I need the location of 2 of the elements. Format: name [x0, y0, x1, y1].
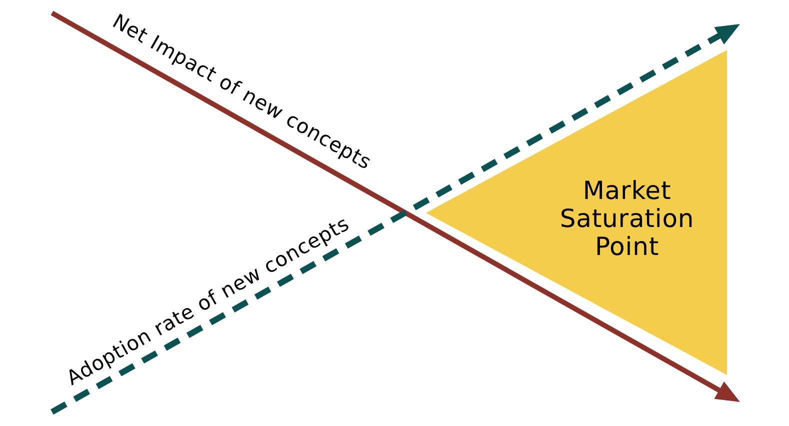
triangle-label: Market Saturation Point — [558, 177, 696, 261]
saturation-triangle — [426, 50, 727, 375]
